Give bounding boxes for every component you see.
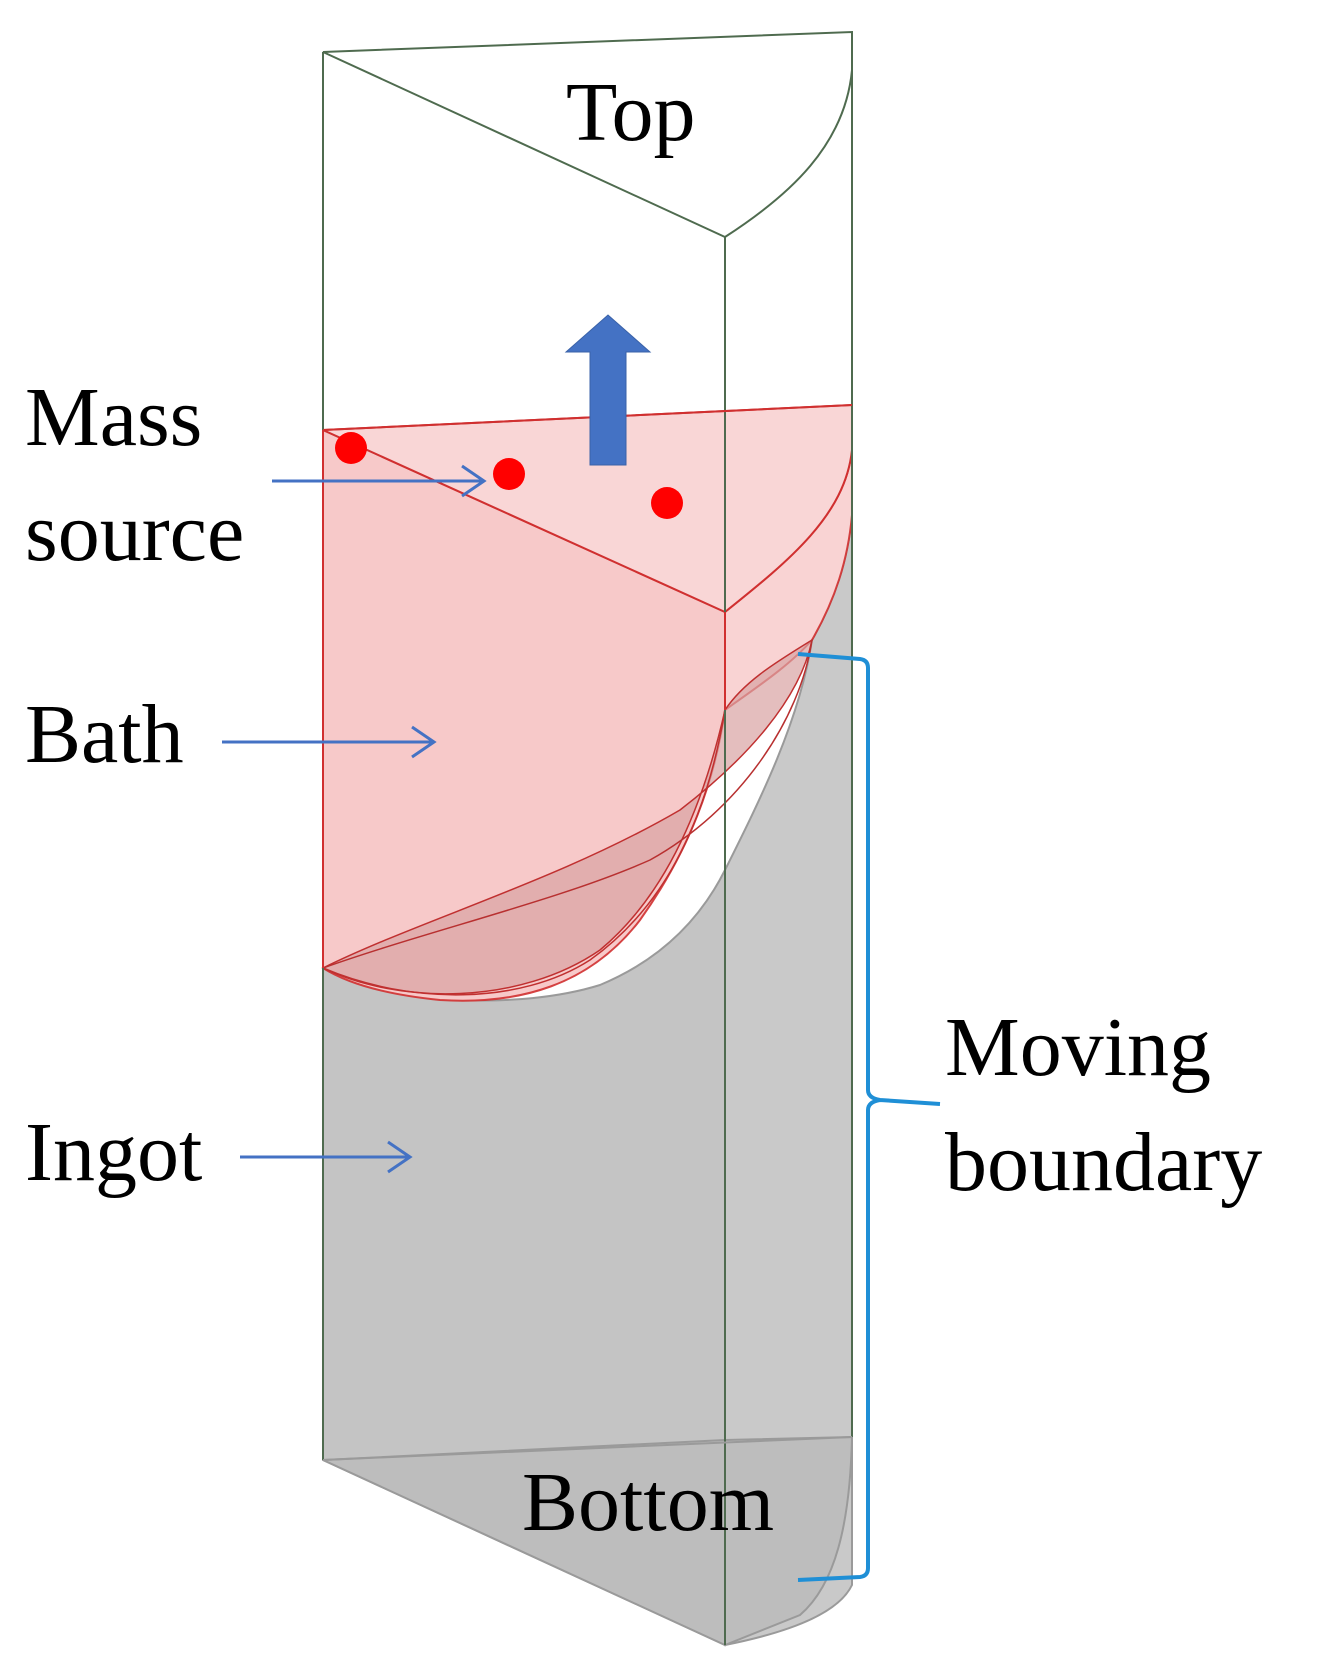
bath-arrowhead-icon: [411, 725, 437, 759]
mass-source-dot: [651, 487, 683, 519]
interface-curve: [322, 639, 813, 969]
pointer-arrows: [222, 464, 487, 1174]
top-label: Top: [566, 66, 695, 159]
bath-top-edge-red: [322, 404, 853, 431]
moving-boundary-label-line1: Moving: [945, 1001, 1211, 1094]
bottom-face: [322, 1435, 854, 1647]
upward-arrow-icon: [564, 314, 652, 466]
interface-curve-lower: [322, 709, 726, 996]
mass-source-dot: [493, 458, 525, 490]
bottom-back-edge: [322, 1436, 853, 1461]
mass-source-arrowhead-icon: [461, 464, 487, 498]
bottom-label: Bottom: [522, 1456, 774, 1549]
bath-ingot-interface: [321, 638, 814, 995]
ingot-arrowhead-icon: [387, 1140, 413, 1174]
bath-label: Bath: [25, 688, 184, 781]
moving-boundary-label-line2: boundary: [945, 1116, 1262, 1209]
mass-source-label-line1: Mass: [25, 371, 202, 464]
mass-source-label-line2: source: [25, 486, 244, 579]
moving-boundary-brace: [797, 652, 941, 1582]
ingot-label: Ingot: [25, 1106, 202, 1199]
mass-source-dot: [335, 432, 367, 464]
